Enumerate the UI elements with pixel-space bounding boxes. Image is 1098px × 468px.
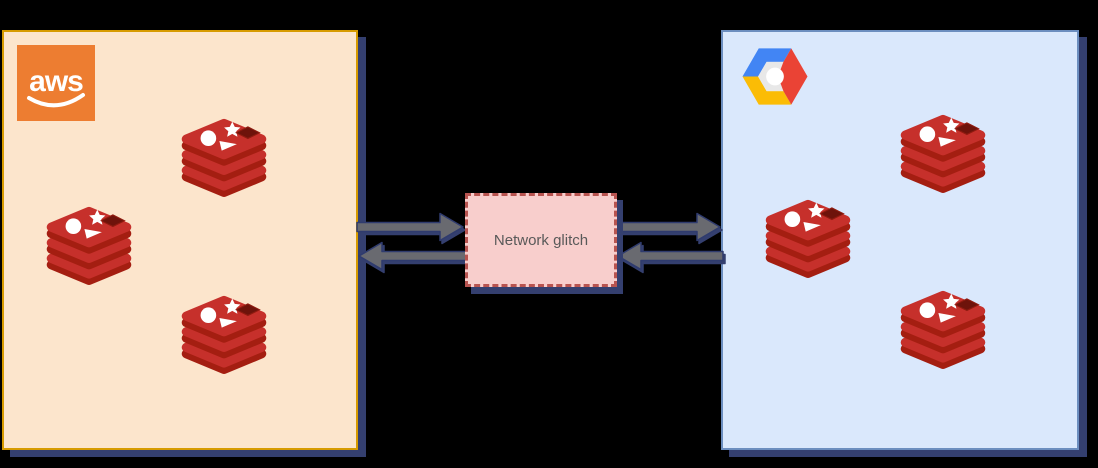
redis-database-icon bbox=[897, 114, 989, 193]
redis-database-icon bbox=[178, 295, 270, 374]
network-glitch-label: Network glitch bbox=[493, 231, 589, 249]
redis-database-icon bbox=[178, 118, 270, 197]
arrow-aws-to-glitch bbox=[356, 212, 464, 242]
google-cloud-hexagon-icon bbox=[738, 44, 812, 109]
arrow-glitch-to-gcp bbox=[615, 212, 721, 242]
arrow-gcp-to-glitch bbox=[617, 241, 724, 271]
network-glitch-box: Network glitch bbox=[465, 193, 617, 287]
aws-logo-icon: aws bbox=[17, 45, 95, 121]
redis-database-icon bbox=[43, 206, 135, 285]
arrow-glitch-to-aws bbox=[358, 241, 467, 271]
aws-logo-label: aws bbox=[29, 65, 83, 98]
redis-database-icon bbox=[897, 290, 989, 369]
gcp-region-container bbox=[721, 30, 1079, 450]
redis-database-icon bbox=[762, 199, 854, 278]
aws-region-container: aws bbox=[2, 30, 358, 450]
aws-smile-swoosh-icon bbox=[27, 93, 85, 108]
